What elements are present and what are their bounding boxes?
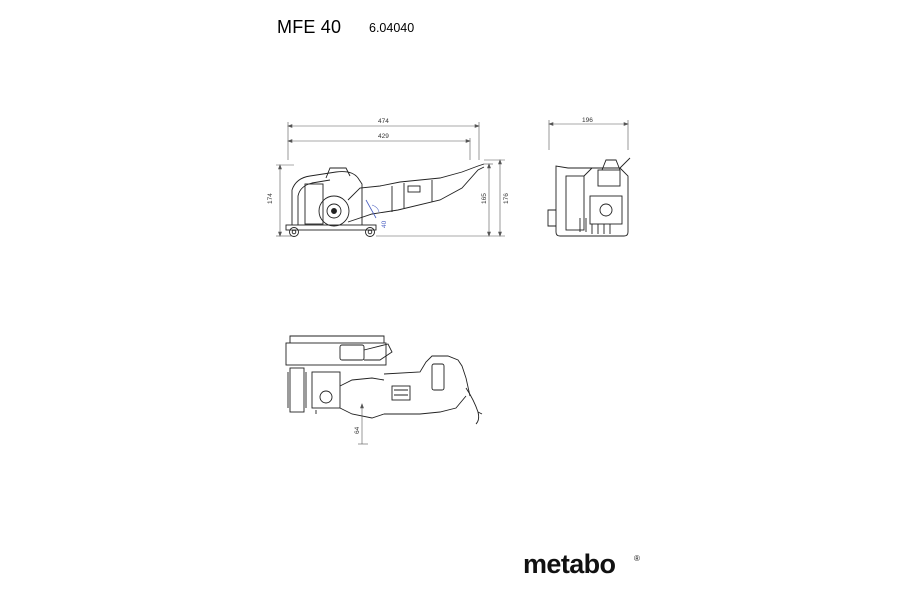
- side-view-dimension-labels: 474 429 174 165 176 40: [267, 118, 510, 228]
- dim-label-40: 40: [381, 220, 388, 228]
- top-view-dimensions: [358, 403, 368, 445]
- model-name: MFE 40: [277, 17, 342, 37]
- dim-label-174: 174: [267, 193, 274, 204]
- front-view-dimension-labels: 196: [582, 117, 593, 124]
- front-view-drawing: [547, 157, 631, 237]
- metabo-logo: metabo: [523, 549, 616, 579]
- dim-label-165: 165: [481, 193, 488, 204]
- front-view-dimensions: [548, 120, 629, 150]
- dim-label-429: 429: [378, 133, 389, 140]
- dim-label-176: 176: [503, 193, 510, 204]
- top-view-dimension-labels: 64: [354, 426, 361, 434]
- dim-label-196: 196: [582, 117, 593, 124]
- registered-mark: ®: [634, 554, 640, 563]
- dim-label-474: 474: [378, 118, 389, 125]
- article-number: 6.04040: [369, 21, 415, 35]
- side-view-drawing: [285, 163, 485, 237]
- side-view-dimensions: [276, 122, 505, 237]
- dim-label-64: 64: [354, 426, 361, 434]
- top-view-drawing: [285, 335, 483, 425]
